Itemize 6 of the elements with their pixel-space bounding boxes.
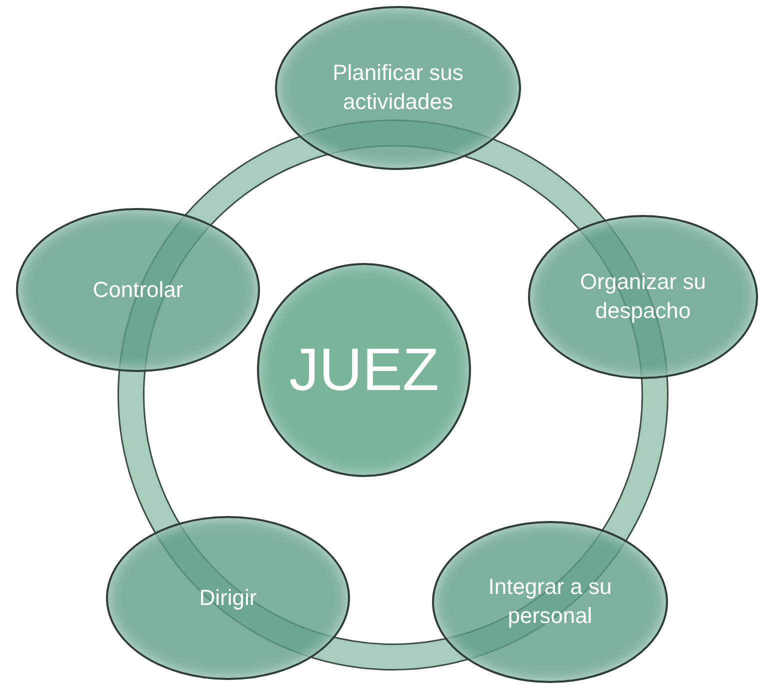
stage-ellipse: Organizar su despacho: [528, 215, 758, 379]
stage-ellipse: Dirigir: [106, 516, 350, 680]
stage-ellipse: Integrar a su personal: [432, 521, 668, 683]
center-circle: JUEZ: [257, 263, 471, 477]
stage-ellipse: Planificar sus actividades: [275, 6, 521, 170]
stage-ellipse: Controlar: [16, 208, 260, 372]
